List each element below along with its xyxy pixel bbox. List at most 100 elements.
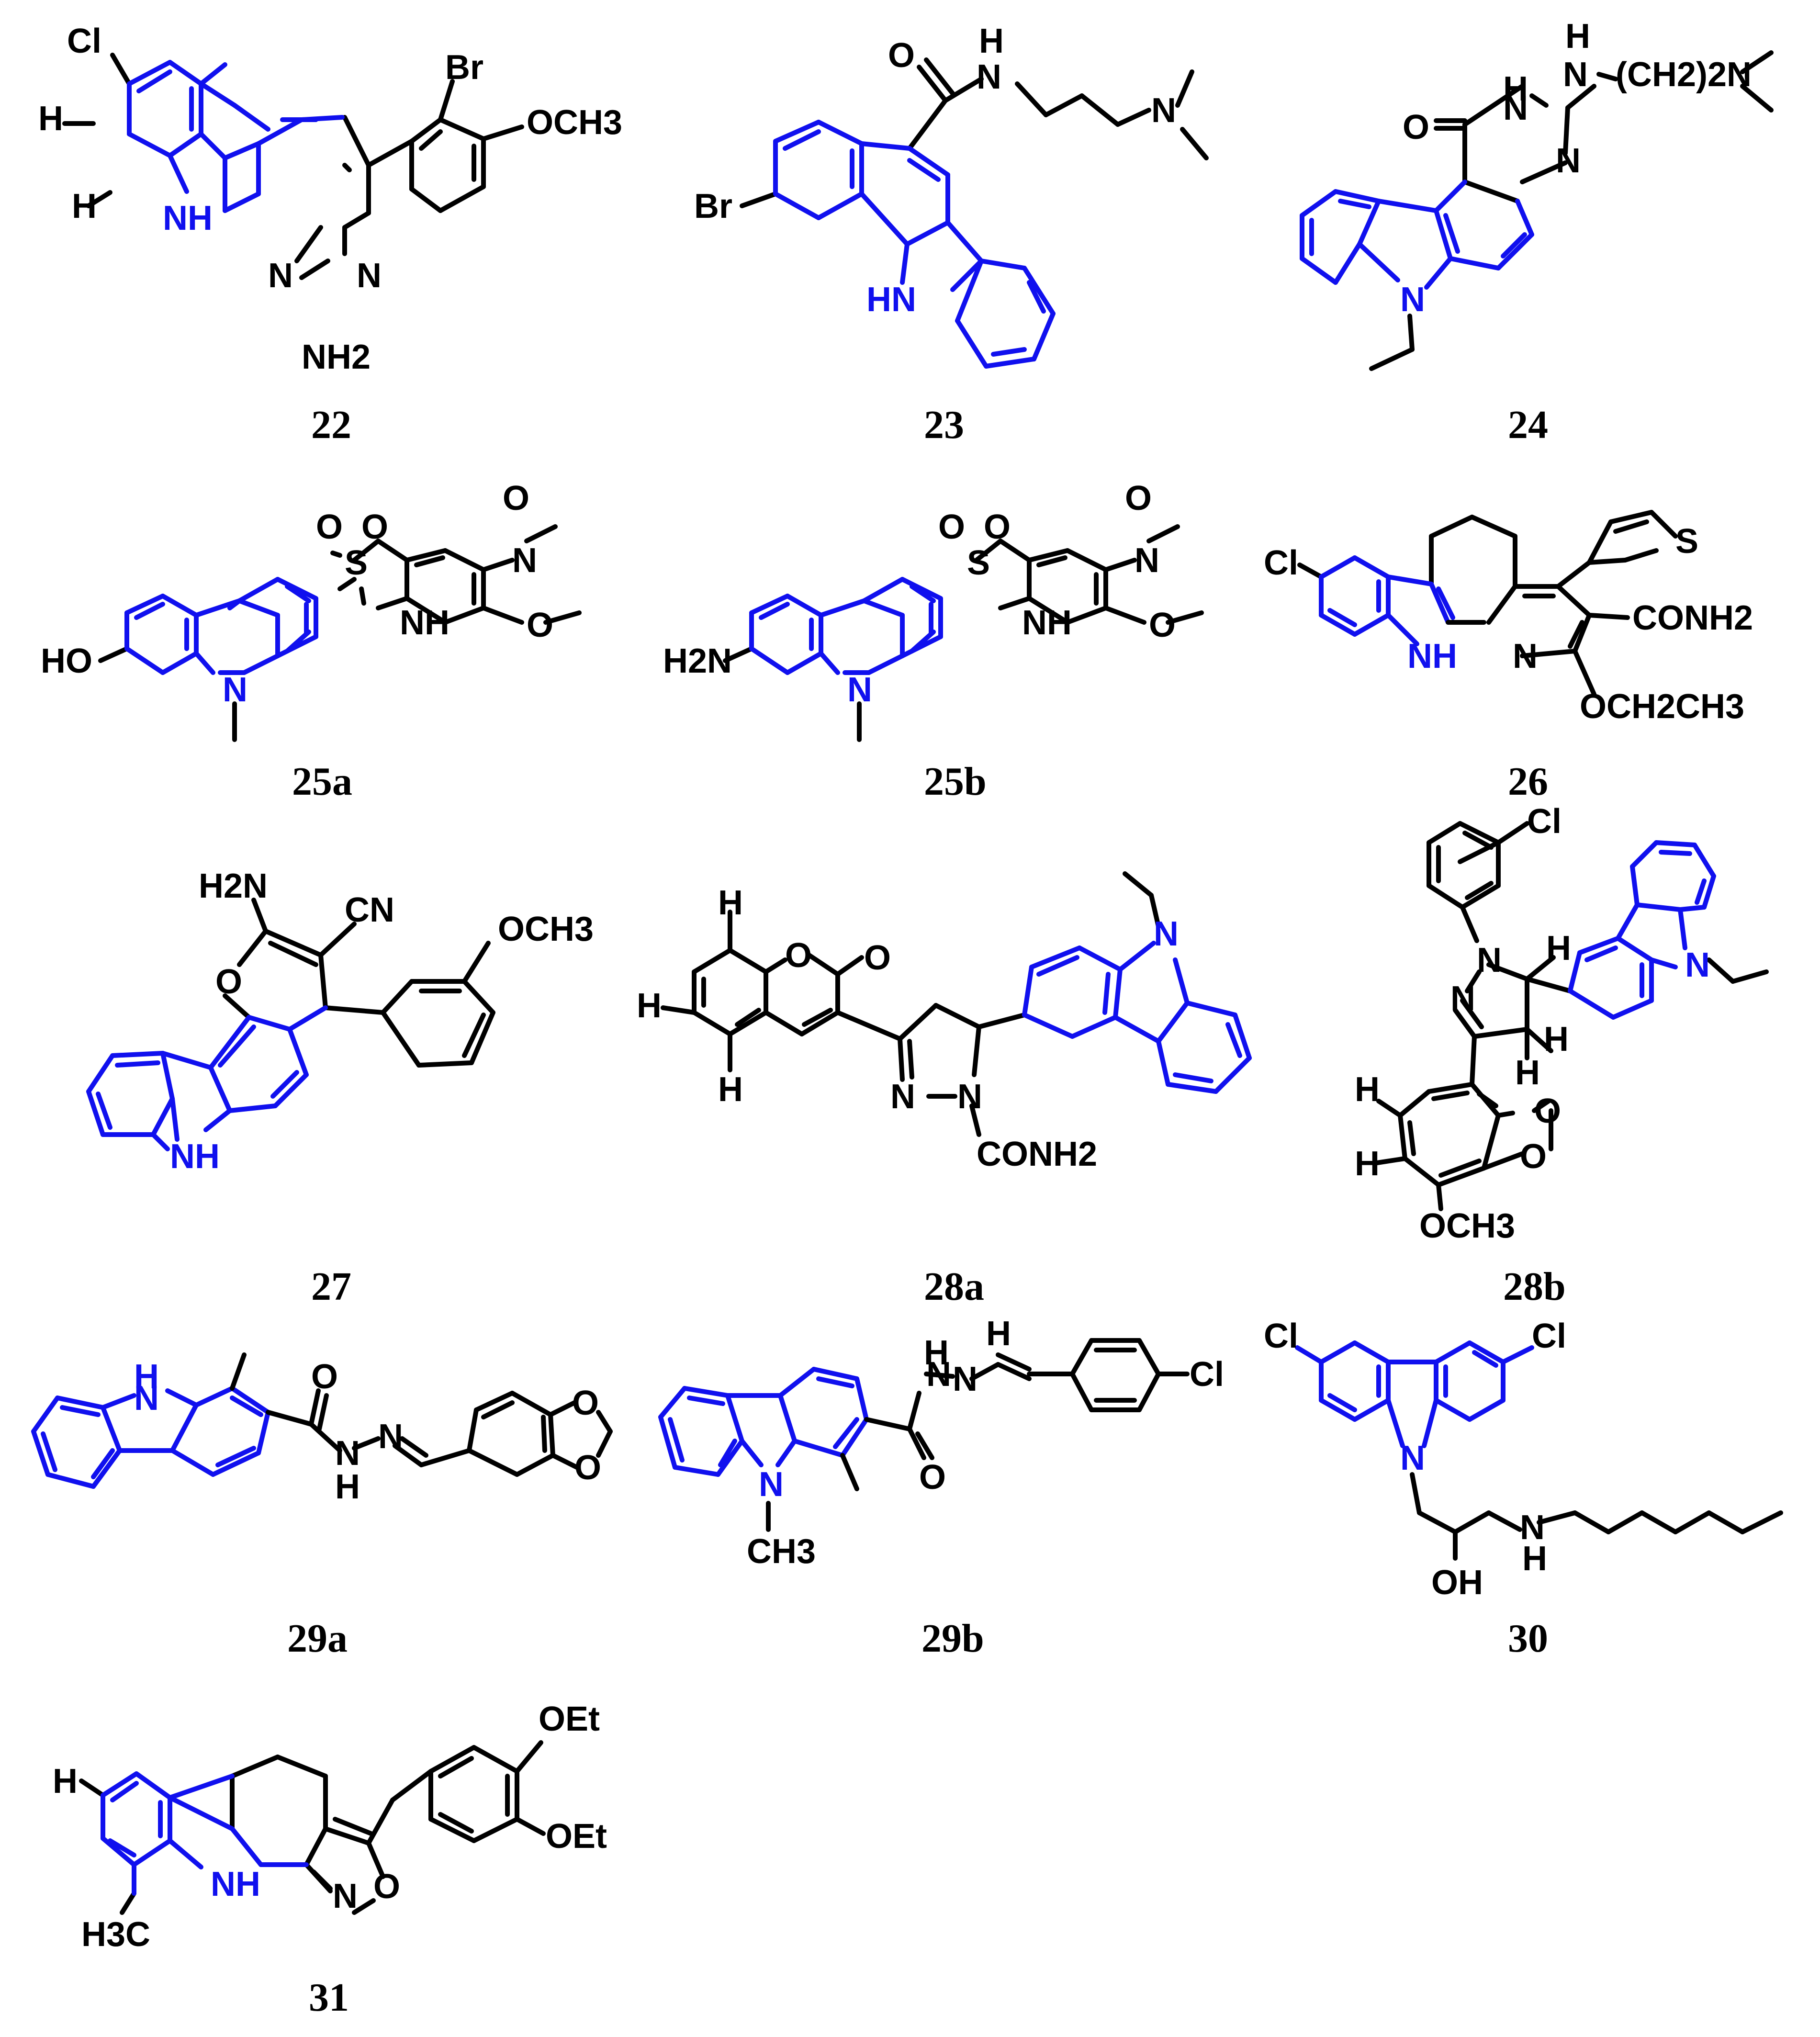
amine-label: H2N [663,642,732,680]
methoxy-label: OCH3 [1419,1207,1515,1245]
compound-29b: H N H N Cl N O CH3 29b [658,1315,1224,1661]
amine-label: NH2 [302,338,371,376]
hydrogen-label: H [1515,1054,1540,1092]
carbonyl-oxygen-label: O [919,1458,946,1497]
compound-label: 22 [311,403,351,447]
carbazole-nitrogen-label: N [1154,915,1179,953]
compound-31-carbazole [101,1771,309,1896]
bromine-label: Br [694,187,732,225]
compound-label: 31 [309,1975,349,2020]
methoxy-oxygen-label: O [1149,606,1176,644]
isoxazole-nitrogen-label: N [333,1877,358,1915]
compound-23-bonds [740,57,1209,208]
sulfonyl-oxygen-label: O [938,508,965,546]
hydrogen-label: H [986,1315,1011,1353]
sulfonamide-nh-label: NH [1022,604,1072,642]
compound-22-bonds [62,53,524,280]
methyl-label: CH3 [747,1532,816,1571]
compound-26-bonds [1297,510,1678,697]
methoxy-oxygen-label: O [503,479,529,518]
ethoxy-label: OEt [546,1817,607,1856]
dioxole-oxygen-label: O [574,1449,601,1487]
carbazole-nitrogen-label: N [223,671,247,709]
carbonyl-oxygen-label: O [1534,1092,1561,1130]
nitrile-label: CN [345,891,394,929]
nh-label: NH [211,1865,260,1903]
amine-label: H2N [199,867,268,905]
hydrogen-label: H [1503,70,1528,108]
hydrogen-label: H [1546,929,1571,968]
compound-label: 29b [921,1616,984,1661]
hydroxy-label: OH [1431,1564,1483,1602]
compound-label: 24 [1508,403,1548,447]
compound-25a: O S O O N NH O HO N 25a [41,479,582,804]
carbazole-nitrogen-label: N [1685,946,1710,984]
compound-25b: O S O O N NH O H2N N 25b [663,479,1204,804]
compound-26-carbazole [1319,555,1455,646]
nh-label: HN [866,281,916,319]
compound-22-ring-b [199,81,318,132]
imine-nitrogen-label: N [953,1360,977,1398]
carbazole-nitrogen-label: N [134,1379,159,1418]
compound-28a-carbazole [1022,941,1252,1094]
compound-24-ethyl [1369,314,1415,371]
carbazole-nitrogen-label: N [1400,1439,1425,1477]
nh-label: NH [163,199,213,237]
chlorine-label: Cl [1264,544,1298,582]
compound-28b-carbazole [1568,840,1716,1020]
carbonyl-oxygen-label: O [1403,108,1429,146]
hydrogen-label: H [1355,1145,1380,1183]
carbonyl-oxygen-label: O [864,939,891,977]
carbazole-nitrogen-label: N [1400,281,1425,319]
compound-27: H2N CN OCH3 O NH 27 [86,867,594,1309]
compound-25b-bonds [723,524,1204,663]
hydrogen-label: H [1522,1540,1547,1578]
compound-23-carbazole [773,120,1056,369]
hydrogen-label: H [1355,1070,1380,1109]
chlorine-label: Cl [1527,802,1562,841]
compound-25a-carbazole [124,577,318,675]
compound-label: 29a [287,1616,348,1661]
compound-label: 23 [924,403,964,447]
chlorine-label: Cl [1264,1317,1298,1355]
compound-24-bonds [1434,50,1774,203]
carbazole-nitrogen-label: N [847,671,872,709]
hydrogen-label: H [72,187,97,225]
compound-label: 25b [924,759,987,804]
nh-label: NH [1407,637,1457,675]
methoxy-label: OCH3 [527,103,622,142]
bromine-label: Br [445,48,483,87]
compound-28b: Cl N H N N H H O H O H OCH3 28b [1355,802,1769,1309]
chlorine-label: Cl [1190,1355,1224,1394]
hydrogen-label: H [1544,1020,1569,1058]
sulfur-label: S [345,544,368,582]
lactone-oxygen-label: O [785,936,812,975]
hydroxy-label: HO [41,642,92,680]
compound-29a-bonds [230,1352,613,1477]
compound-28a-bonds [661,910,1027,1137]
ring-nitrogen-label: N [1556,142,1581,180]
isoxazole-oxygen-label: O [373,1868,400,1906]
sulfur-label: S [967,544,990,582]
pyrazoline-nitrogen-label: N [1477,941,1502,979]
nh-label: NH [170,1137,220,1176]
compound-30-chain [1410,1472,1783,1561]
methyl-label: H3C [81,1915,150,1954]
compound-label: 28b [1503,1264,1566,1309]
methoxy-oxygen-label: O [1125,479,1152,518]
hydrogen-label: H [335,1468,360,1506]
compound-25a-bonds [98,524,582,663]
hydrogen-label: H [924,1334,949,1372]
methoxy-oxygen-label: O [527,606,553,644]
chlorine-label: Cl [67,22,101,60]
compound-label: 25a [292,759,352,804]
sulfonyl-oxygen-label: O [361,508,388,546]
compound-29a: H N O N N H O O 29a [31,1352,613,1661]
pyrazoline-nitrogen-label: N [890,1078,915,1116]
nh-hydrogen-label: H [134,1358,159,1396]
compound-22-carbazole [127,60,345,213]
hydrogen-label: H [979,22,1004,60]
compound-23: O H N N Br HN 23 [694,22,1209,447]
compound-25b-carbazole [749,577,943,675]
sulfonyl-oxygen-label: O [984,508,1011,546]
